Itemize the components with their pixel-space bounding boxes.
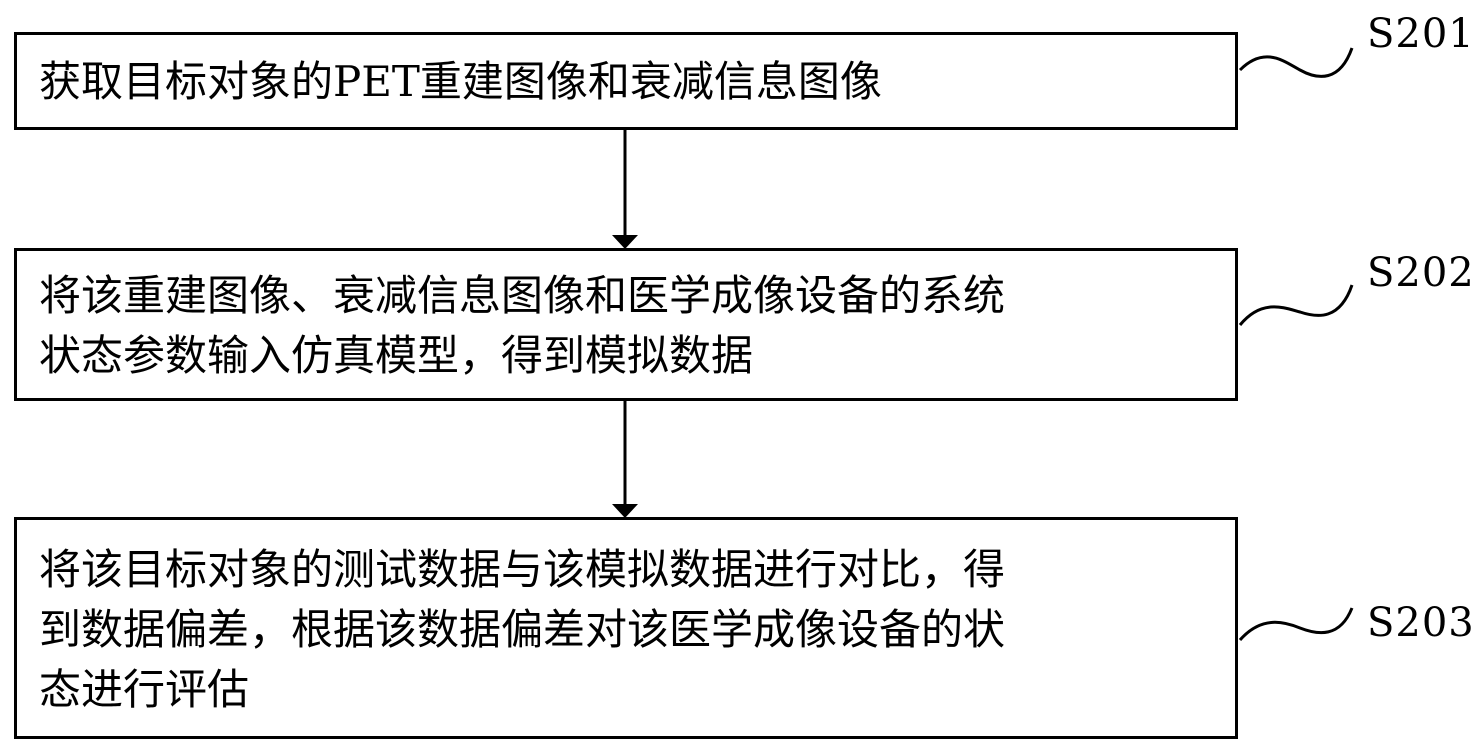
step-label-s203: S203 bbox=[1367, 600, 1475, 646]
step-text-s201: 获取目标对象的PET重建图像和衰减信息图像 bbox=[39, 57, 882, 106]
step-text-s202: 将该重建图像、衰减信息图像和医学成像设备的系统 状态参数输入仿真模型，得到模拟数… bbox=[39, 271, 1006, 380]
step-box-s202: 将该重建图像、衰减信息图像和医学成像设备的系统 状态参数输入仿真模型，得到模拟数… bbox=[14, 248, 1238, 401]
step-box-s203: 将该目标对象的测试数据与该模拟数据进行对比，得 到数据偏差，根据该数据偏差对该医… bbox=[14, 517, 1238, 739]
arrow-head-1 bbox=[612, 235, 638, 249]
step-box-s201: 获取目标对象的PET重建图像和衰减信息图像 bbox=[14, 32, 1238, 130]
step-label-s201: S201 bbox=[1367, 11, 1475, 57]
step-label-s202: S202 bbox=[1367, 250, 1475, 296]
leader-squiggle-s203 bbox=[1238, 607, 1354, 641]
leader-squiggle-s202 bbox=[1238, 284, 1354, 326]
arrow-head-2 bbox=[612, 504, 638, 518]
step-text-s203: 将该目标对象的测试数据与该模拟数据进行对比，得 到数据偏差，根据该数据偏差对该医… bbox=[39, 545, 1006, 714]
leader-squiggle-s201 bbox=[1238, 47, 1354, 78]
